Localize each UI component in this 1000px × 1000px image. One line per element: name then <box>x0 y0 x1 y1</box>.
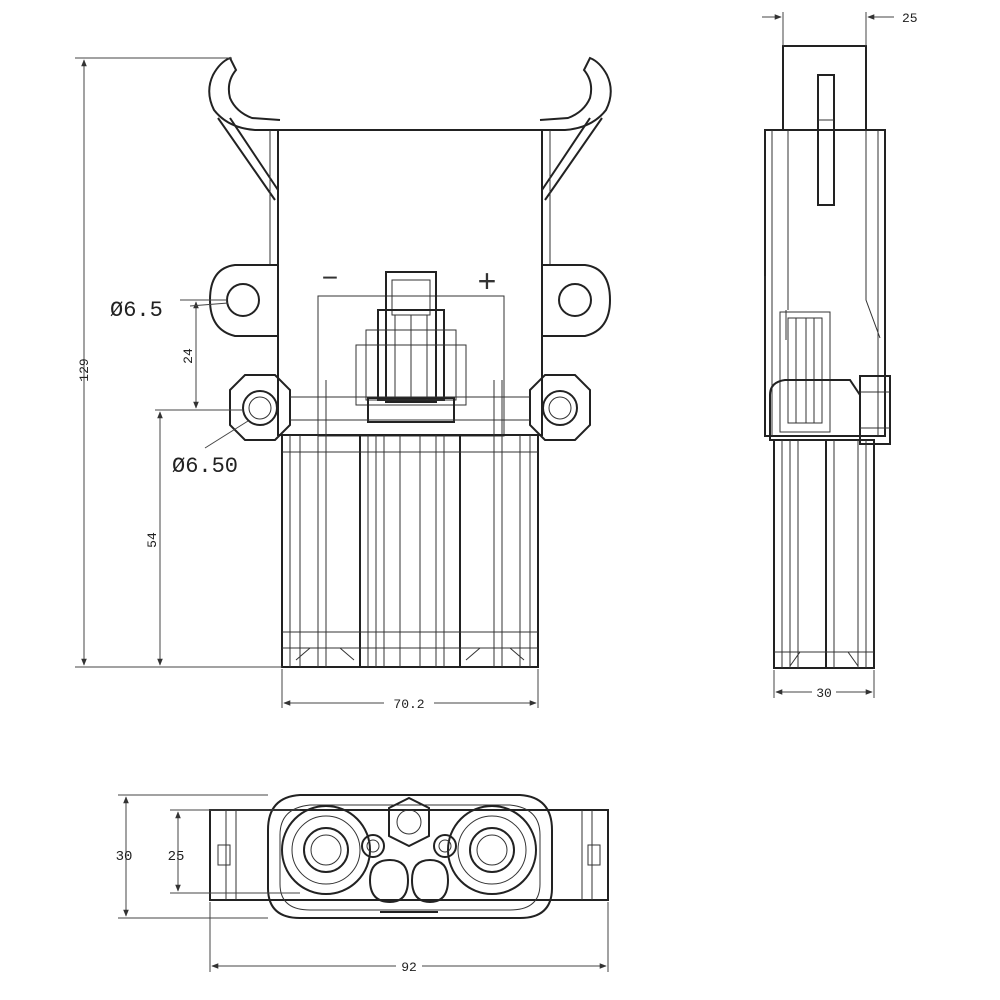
right-upper-hole <box>558 283 592 317</box>
left-upper-hole <box>226 283 260 317</box>
plus-mark: + <box>477 265 496 302</box>
dim-hole-spacing: 24 <box>181 348 196 364</box>
dim-total-height: 129 <box>77 358 92 381</box>
contact-right-pin <box>469 827 515 873</box>
side-slot <box>817 74 835 206</box>
bottom-outline <box>209 809 609 901</box>
right-lower-hole <box>542 390 578 426</box>
dim-bottom-inner-height: 25 <box>168 849 185 865</box>
lower-hole-diameter: Ø6.50 <box>172 454 238 479</box>
side-upper-body <box>764 129 886 437</box>
side-view: 25 30 <box>762 11 918 701</box>
contact-right-outer <box>447 805 537 895</box>
front-view: − + <box>75 56 612 712</box>
dim-lower-height: 54 <box>145 532 160 548</box>
right-hook <box>539 56 612 131</box>
bottom-view: 30 25 92 <box>116 794 609 975</box>
center-hex <box>388 796 430 848</box>
right-upper-ear <box>542 264 612 337</box>
left-lower-hole <box>242 390 278 426</box>
upper-hole-diameter: Ø6.5 <box>110 298 163 323</box>
side-lower-body <box>773 439 875 669</box>
contact-left-outer <box>281 805 371 895</box>
dim-side-top-width: 25 <box>902 11 918 26</box>
right-lower-boss <box>529 374 591 441</box>
left-hook <box>208 56 281 131</box>
dim-bottom-outer-height: 30 <box>116 849 133 865</box>
bottom-shroud <box>267 794 553 919</box>
left-lower-boss <box>229 374 291 441</box>
lower-body <box>281 434 539 668</box>
dim-bottom-total-width: 92 <box>401 960 417 975</box>
dim-side-base-width: 30 <box>816 686 832 701</box>
side-hook <box>782 45 867 131</box>
contact-left-pin <box>303 827 349 873</box>
minus-mark: − <box>322 265 339 296</box>
dim-width: 70.2 <box>393 697 424 712</box>
center-latch <box>385 271 437 403</box>
